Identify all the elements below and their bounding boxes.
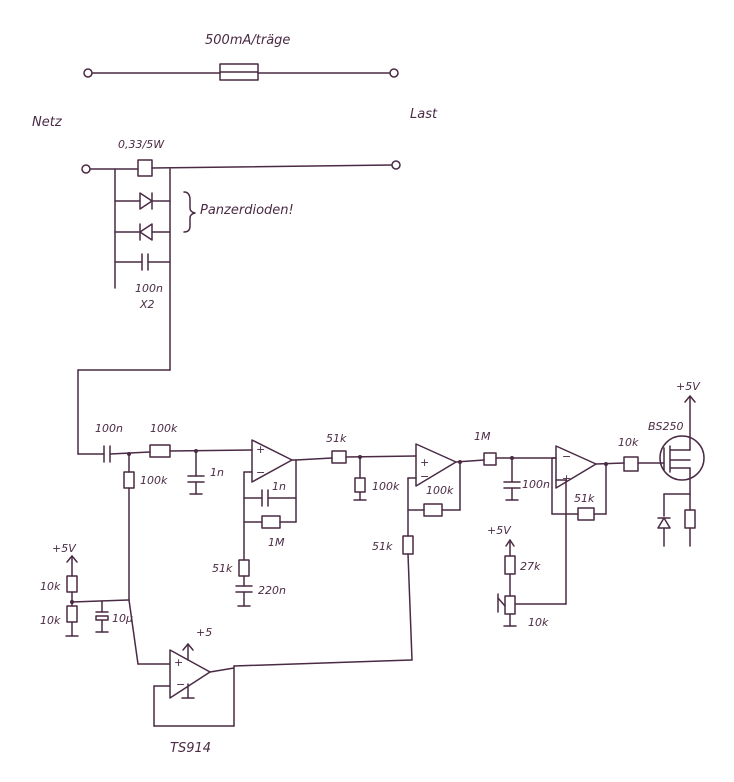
buffer-opamp: + − +5 TS914 bbox=[137, 626, 413, 756]
mosfet-vcc-label: +5V bbox=[676, 380, 701, 393]
gate-resistor bbox=[623, 456, 639, 472]
gate-resistor-label: 10k bbox=[618, 436, 639, 449]
opamp-1-fb-cap-label: 1n bbox=[272, 480, 286, 493]
terminal-right-shunt bbox=[391, 160, 401, 170]
svg-text:−: − bbox=[562, 450, 571, 463]
opamp-2-feedback-resistor bbox=[423, 503, 443, 517]
opamp-1-ground-resistor bbox=[238, 559, 250, 577]
input-stage: 100n 100k 100k 1n bbox=[77, 422, 253, 601]
terminal-left-shunt bbox=[81, 164, 91, 174]
svg-text:−: − bbox=[176, 678, 185, 691]
svg-text:−: − bbox=[420, 470, 429, 483]
terminal-left-top bbox=[83, 68, 93, 78]
ref-vcc-label: +5V bbox=[487, 524, 512, 537]
divider-bot-label: 10k bbox=[40, 614, 61, 627]
stage-2-input-resistor bbox=[331, 450, 347, 464]
zener-diode-1 bbox=[139, 192, 153, 210]
opamp-2-stage: 51k 100k + − 100k 51k bbox=[295, 432, 485, 661]
divider-top-resistor bbox=[66, 575, 78, 593]
shunt-circuit: 0,33/5W 100n X2 Panzerdioden! bbox=[77, 138, 401, 455]
output-load-resistor bbox=[684, 509, 696, 529]
shunt-resistor bbox=[137, 159, 153, 177]
svg-text:+: + bbox=[562, 472, 571, 485]
fuse-rating-label: 500mA/träge bbox=[205, 33, 290, 48]
opamp-1: + − 1n 1M 51k 220n bbox=[212, 439, 297, 607]
opamp-3-fb-label: 51k bbox=[574, 492, 595, 505]
input-resistor-label: 100k bbox=[150, 422, 178, 435]
input-resistor bbox=[149, 444, 171, 458]
stage-2-divider-resistor bbox=[402, 535, 414, 555]
bias-resistor-label: 100k bbox=[140, 474, 168, 487]
opamp-1-ground-cap-label: 220n bbox=[258, 584, 286, 597]
mosfet bbox=[659, 435, 705, 481]
zener-note: Panzerdioden! bbox=[200, 203, 294, 218]
opamp-1-feedback-resistor bbox=[261, 515, 281, 529]
left-divider: +5V 10k 10k 10µ bbox=[40, 542, 139, 665]
buffer-ic-label: TS914 bbox=[170, 741, 211, 756]
buffer-vcc-label: +5 bbox=[196, 626, 212, 639]
opamp-1-fb-res-label: 1M bbox=[268, 536, 285, 549]
filter-cap-1-label: 1n bbox=[210, 466, 224, 479]
stage-2-divider-label: 51k bbox=[372, 540, 393, 553]
stage-3-filter-label: 100n bbox=[522, 478, 550, 491]
stage-3-input-resistor bbox=[483, 452, 497, 466]
buffer-body bbox=[169, 649, 211, 699]
brace bbox=[183, 191, 196, 233]
opamp-2-fb-label: 100k bbox=[426, 484, 454, 497]
divider-vcc-label: +5V bbox=[52, 542, 77, 555]
opamp-1-body bbox=[251, 439, 293, 483]
mosfet-label: BS250 bbox=[648, 420, 684, 433]
ref-trimmer bbox=[504, 595, 516, 615]
svg-text:+: + bbox=[420, 456, 429, 469]
svg-text:+: + bbox=[174, 656, 183, 669]
stage-2-bias-resistor bbox=[354, 477, 366, 493]
divider-bot-resistor bbox=[66, 605, 78, 623]
svg-text:+: + bbox=[256, 443, 265, 456]
ref-top-resistor bbox=[504, 555, 516, 575]
svg-text:−: − bbox=[256, 466, 265, 479]
output-led bbox=[657, 517, 671, 529]
stage-2-input-res-label: 51k bbox=[326, 432, 347, 445]
ref-top-res-label: 27k bbox=[520, 560, 541, 573]
opamp-1-ground-res-label: 51k bbox=[212, 562, 233, 575]
input-cap-label: 100n bbox=[95, 422, 123, 435]
zener-diode-2 bbox=[139, 223, 153, 241]
opamp-3-stage: 1M 100n − + 51k +5V 27k bbox=[474, 430, 625, 629]
terminal-right-top bbox=[389, 68, 399, 78]
shunt-label: 0,33/5W bbox=[118, 138, 165, 151]
mains-label: Netz bbox=[32, 115, 63, 130]
bias-resistor bbox=[123, 471, 135, 489]
ref-bot-res-label: 10k bbox=[528, 616, 549, 629]
stage-3-input-res-label: 1M bbox=[474, 430, 491, 443]
stage-2-bias-label: 100k bbox=[372, 480, 400, 493]
divider-cap-label: 10µ bbox=[112, 612, 133, 625]
opamp-2-body bbox=[415, 443, 457, 487]
opamp-3-body bbox=[555, 445, 597, 489]
fuse-circuit: 500mA/träge bbox=[83, 33, 399, 81]
x2-cap-value-label: 100n bbox=[135, 282, 163, 295]
opamp-3-feedback-resistor bbox=[577, 507, 595, 521]
divider-top-label: 10k bbox=[40, 580, 61, 593]
x2-cap-class-label: X2 bbox=[139, 298, 155, 311]
output-stage: 10k BS250 +5V bbox=[618, 380, 705, 547]
load-label: Last bbox=[410, 107, 438, 122]
